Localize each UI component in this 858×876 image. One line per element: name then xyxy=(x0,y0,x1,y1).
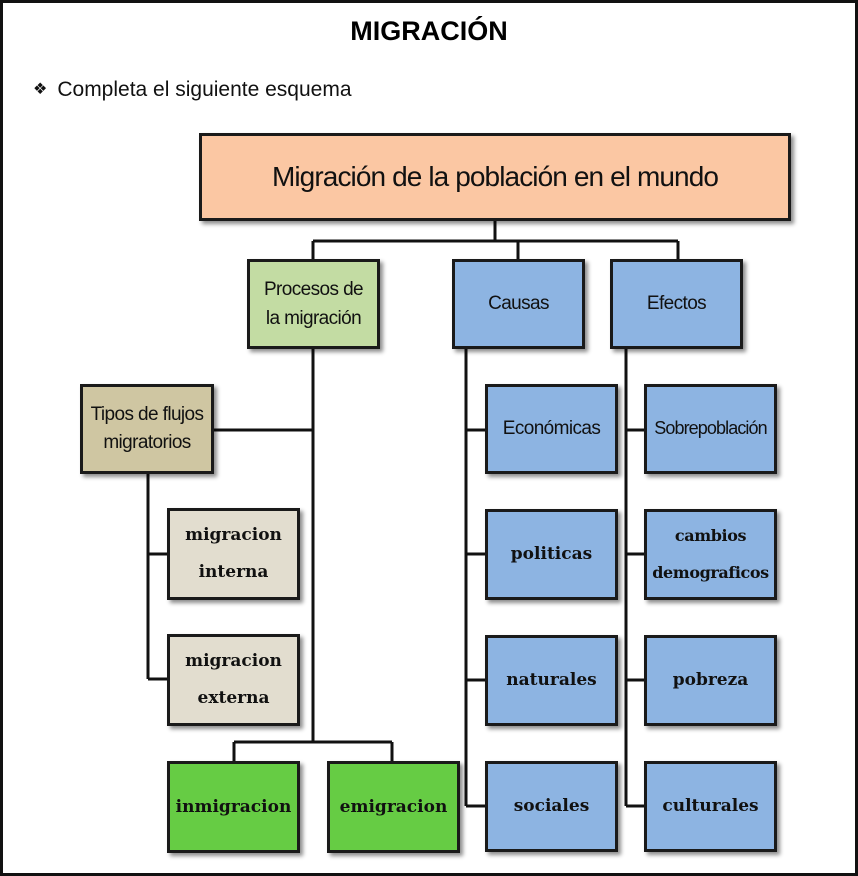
flow-types-line2: migratorios xyxy=(103,432,191,453)
causes-label: Causas xyxy=(488,293,549,315)
causes-node: Causas xyxy=(452,259,585,349)
immigration-node: inmigracion xyxy=(167,761,300,853)
effect-node-sobrepoblacion: Sobrepoblación xyxy=(644,384,777,474)
effect-label-line1: cambios xyxy=(674,525,747,545)
external-migration-node: migracion externa xyxy=(167,634,300,726)
cause-label: Económicas xyxy=(502,418,601,440)
cause-label: politicas xyxy=(510,544,593,565)
instruction: ❖ Completa el siguiente esquema xyxy=(33,78,352,102)
effect-node-cambios-demograficos: cambios demograficos xyxy=(644,509,777,600)
cause-node-politicas: politicas xyxy=(485,509,618,600)
cause-label: naturales xyxy=(506,670,597,691)
cause-node-naturales: naturales xyxy=(485,635,618,726)
internal-line2: interna xyxy=(198,562,269,582)
external-line2: externa xyxy=(197,688,270,708)
emigration-label: emigracion xyxy=(339,796,448,817)
effect-node-culturales: culturales xyxy=(644,761,777,852)
internal-migration-node: migracion interna xyxy=(167,508,300,600)
processes-node: Procesos de la migración xyxy=(247,259,380,349)
processes-label-line2: la migración xyxy=(265,308,362,329)
effects-node: Efectos xyxy=(610,259,743,349)
page-title: MIGRACIÓN xyxy=(350,16,508,46)
effect-label: pobreza xyxy=(672,670,749,691)
root-label: Migración de la población en el mundo xyxy=(271,161,719,193)
cause-label: sociales xyxy=(513,796,590,817)
instruction-text: Completa el siguiente esquema xyxy=(57,78,352,101)
immigration-label: inmigracion xyxy=(175,796,292,817)
flow-types-node: Tipos de flujos migratorios xyxy=(80,384,214,474)
diamond-bullet-icon: ❖ xyxy=(33,81,48,98)
effect-label: culturales xyxy=(662,796,759,817)
emigration-node: emigracion xyxy=(327,761,460,853)
cause-node-sociales: sociales xyxy=(485,761,618,852)
processes-label-line1: Procesos de xyxy=(263,278,364,300)
internal-line1: migracion xyxy=(185,524,282,545)
root-node: Migración de la población en el mundo xyxy=(199,133,791,221)
effects-label: Efectos xyxy=(646,293,707,315)
flow-types-line1: Tipos de flujos xyxy=(90,404,204,426)
cause-node-economicas: Económicas xyxy=(485,384,618,474)
effect-node-pobreza: pobreza xyxy=(644,635,777,726)
effect-label: Sobrepoblación xyxy=(654,418,767,439)
external-line1: migracion xyxy=(185,650,282,671)
effect-label-line2: demograficos xyxy=(652,562,769,582)
